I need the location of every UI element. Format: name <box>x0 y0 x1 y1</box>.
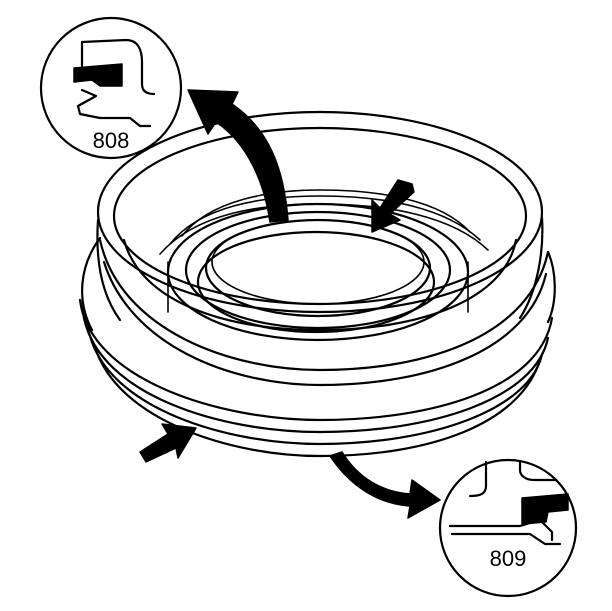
callout-809: 809 <box>438 458 578 598</box>
cup-inner-rim <box>112 126 528 306</box>
pointer-arrow-inner <box>371 179 415 233</box>
callout-808-label: 808 <box>93 128 130 153</box>
arrow-to-808-shape <box>187 89 289 223</box>
flange-rim-3 <box>88 334 544 446</box>
arrow-to-809 <box>329 451 441 519</box>
flange-right-edge <box>546 250 556 324</box>
cup-floor-outer <box>122 238 518 332</box>
inner-upper-line-1 <box>181 189 471 237</box>
callout-808-profile-bottom <box>76 88 152 128</box>
flange-top-edge-2 <box>102 260 548 387</box>
seal-ring <box>78 110 556 458</box>
pointer-arrow-flange-shape <box>139 423 197 463</box>
inner-step-outer <box>166 202 470 342</box>
flange-left-steps <box>78 298 98 352</box>
cup-outer-rim <box>96 110 544 314</box>
callout-809-profile-right <box>518 460 558 482</box>
pointer-arrow-flange <box>139 423 197 463</box>
flange-left-edge <box>81 236 102 332</box>
callout-808: 808 <box>39 16 183 160</box>
pointer-arrow-inner-shape <box>371 179 415 233</box>
inner-lip-outer <box>196 230 436 334</box>
inner-step-mid <box>184 210 452 330</box>
inner-upper-line-2 <box>169 195 481 245</box>
callout-809-label: 809 <box>490 546 527 571</box>
inner-upper-line-3 <box>159 203 489 255</box>
callout-809-seal-lip <box>521 493 569 525</box>
arrow-to-809-shape <box>329 451 441 519</box>
arrow-to-808 <box>187 89 289 223</box>
flange-top-edge <box>98 238 550 372</box>
bore-inner <box>211 219 425 305</box>
cup-left-wall <box>96 218 122 322</box>
callout-809-profile-base-2 <box>450 532 562 546</box>
cup-right-wall <box>518 216 544 320</box>
callout-808-seal-lip <box>73 63 123 87</box>
callout-808-circle <box>39 16 183 160</box>
callout-808-profile-top <box>80 38 156 96</box>
callout-809-profile-left <box>468 460 488 498</box>
flange-rim-4 <box>94 348 542 458</box>
flange-rim-1 <box>78 298 554 422</box>
callout-809-circle <box>438 458 578 598</box>
flange-rim-2 <box>82 316 550 434</box>
